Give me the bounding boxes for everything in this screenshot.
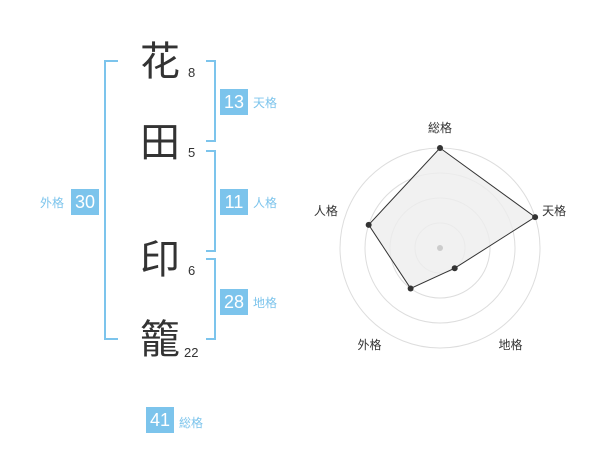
- jinkaku-label: 人格: [253, 196, 278, 210]
- radar-area: [368, 147, 536, 290]
- radar-axis-label: 天格: [542, 203, 566, 218]
- name-char-4: 籠: [140, 317, 180, 363]
- radar-point: [437, 145, 443, 151]
- name-char-1: 花: [140, 39, 180, 85]
- radar-center: [437, 245, 443, 251]
- chikaku-label: 地格: [253, 296, 278, 310]
- gaikaku-label: 外格: [40, 196, 65, 210]
- radar-axis-label: 外格: [357, 337, 381, 352]
- radar-point: [532, 214, 539, 221]
- stroke-count-1: 8: [188, 65, 196, 80]
- tenkaku-bracket: [206, 60, 216, 142]
- radar-point: [365, 221, 372, 228]
- tenkaku-score: 13: [220, 89, 248, 115]
- stroke-count-4: 22: [184, 345, 199, 360]
- tenkaku-label: 天格: [253, 96, 278, 110]
- radar-point: [451, 265, 458, 272]
- stroke-count-2: 5: [188, 145, 196, 160]
- name-char-2: 田: [140, 120, 180, 166]
- radar-point: [407, 285, 414, 292]
- gaikaku-bracket: [104, 60, 118, 340]
- soukaku-label: 総格: [179, 416, 204, 430]
- jinkaku-score: 11: [220, 189, 248, 215]
- name-char-3: 印: [140, 237, 180, 283]
- chikaku-bracket: [206, 258, 216, 340]
- stroke-count-3: 6: [188, 263, 196, 278]
- soukaku-score: 41: [146, 407, 174, 433]
- jinkaku-bracket: [206, 150, 216, 252]
- chikaku-score: 28: [220, 289, 248, 315]
- radar-axis-label: 地格: [499, 337, 523, 352]
- gaikaku-score: 30: [71, 189, 99, 215]
- radar-axis-label: 人格: [314, 203, 338, 218]
- radar-axis-label: 総格: [428, 120, 452, 135]
